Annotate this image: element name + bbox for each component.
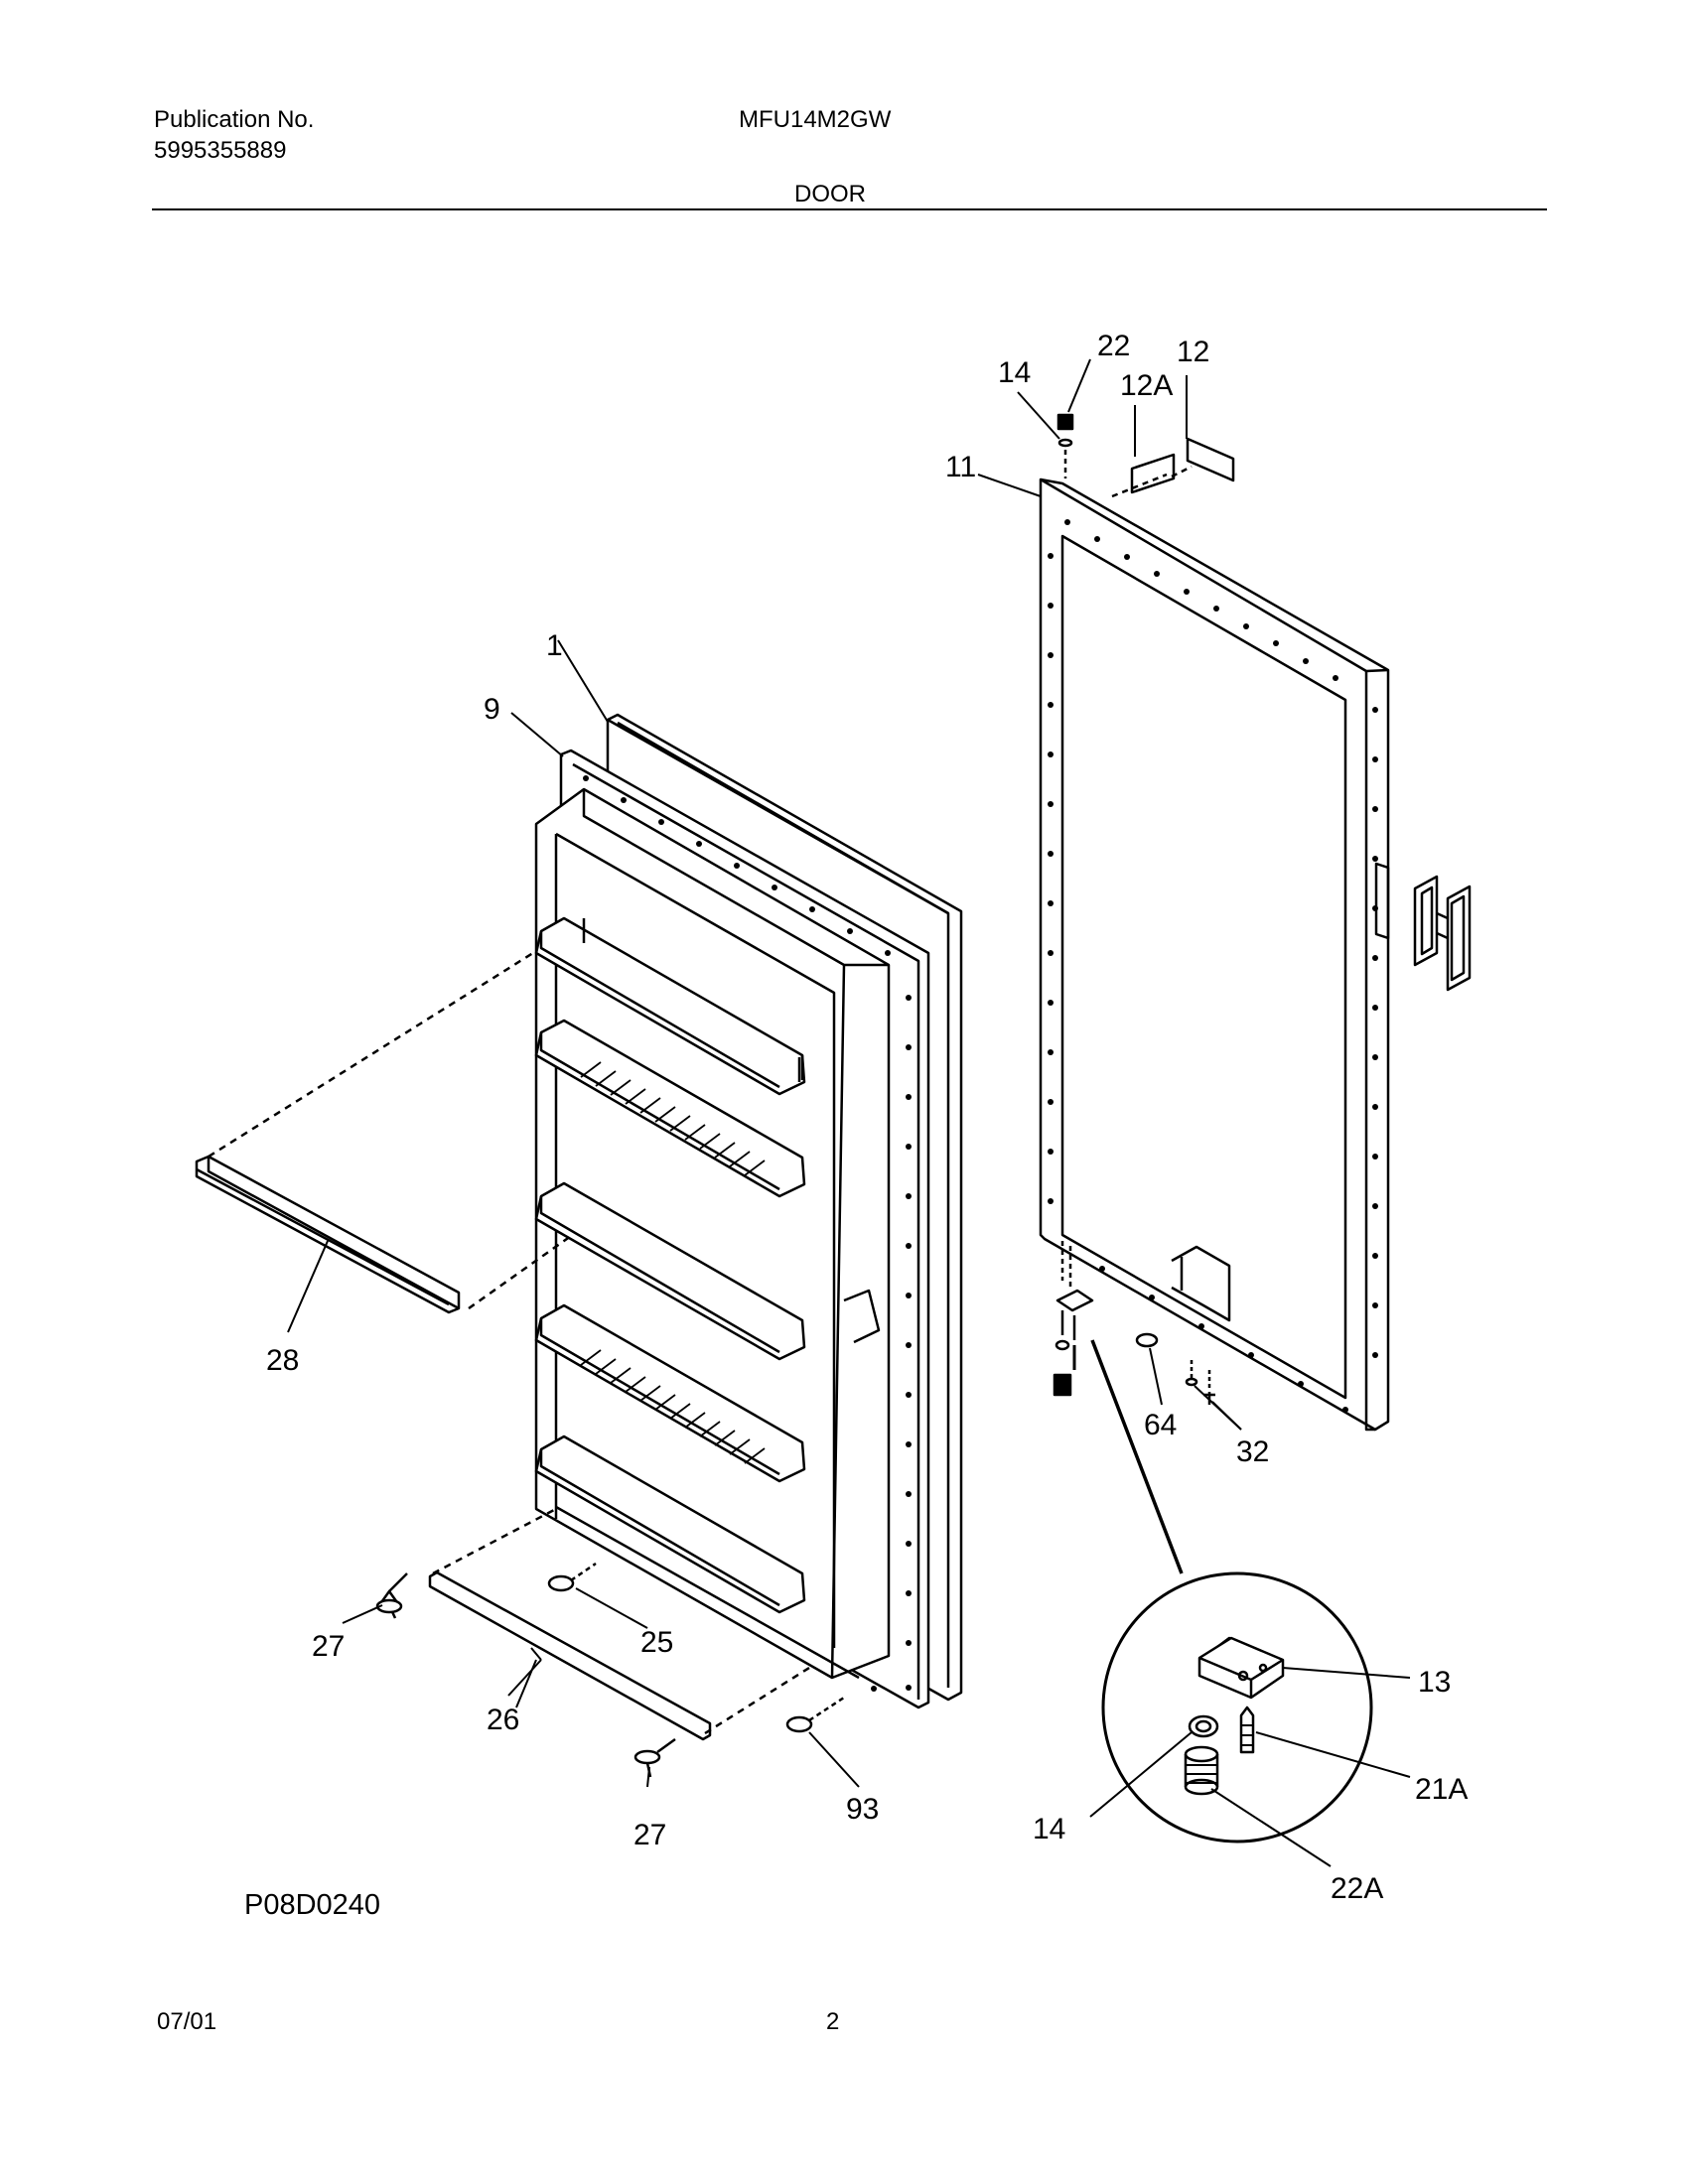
publication-number: 5995355889 [154, 137, 287, 164]
pin-27-left [375, 1572, 408, 1619]
pin-93 [785, 1696, 845, 1733]
top-hinge-bushing [1056, 413, 1074, 478]
outer-door-panel [1039, 478, 1390, 1432]
callout-1: 1 [546, 629, 563, 662]
callout-28: 28 [266, 1344, 299, 1377]
callout-14-detail: 14 [1033, 1813, 1065, 1845]
door-liner-shelves [534, 787, 891, 1680]
callout-25: 25 [640, 1626, 673, 1659]
callout-26: 26 [487, 1704, 519, 1736]
footer-date: 07/01 [157, 2008, 217, 2035]
pin-27-bottom [633, 1737, 676, 1778]
diagram-code: P08D0240 [244, 1889, 380, 1921]
hinge-detail-circle [1089, 1571, 1411, 1867]
callout-27-bottom: 27 [633, 1819, 666, 1851]
pin-25 [547, 1562, 597, 1592]
publication-label: Publication No. [154, 106, 315, 133]
label-12a-shape [1130, 453, 1176, 494]
label-12-shape [1186, 437, 1235, 482]
callout-22-top: 22 [1097, 330, 1130, 362]
callout-93: 93 [846, 1793, 879, 1826]
callout-27-left: 27 [312, 1630, 345, 1663]
header-rule [152, 208, 1547, 210]
callout-12a: 12A [1120, 369, 1173, 402]
callout-11: 11 [945, 451, 976, 483]
model-number: MFU14M2GW [739, 106, 892, 133]
callout-9: 9 [484, 693, 500, 726]
callout-21a: 21A [1415, 1773, 1468, 1806]
shelf-bar-28 [195, 1155, 461, 1314]
callout-13: 13 [1418, 1666, 1451, 1699]
callout-32: 32 [1236, 1435, 1269, 1468]
footer-page-number: 2 [826, 2008, 840, 2035]
callout-64: 64 [1144, 1409, 1177, 1441]
section-title: DOOR [794, 181, 866, 207]
callout-22a: 22A [1331, 1872, 1383, 1905]
door-handle [1413, 875, 1472, 992]
callout-12: 12 [1177, 336, 1209, 368]
callout-14-top: 14 [998, 356, 1031, 389]
